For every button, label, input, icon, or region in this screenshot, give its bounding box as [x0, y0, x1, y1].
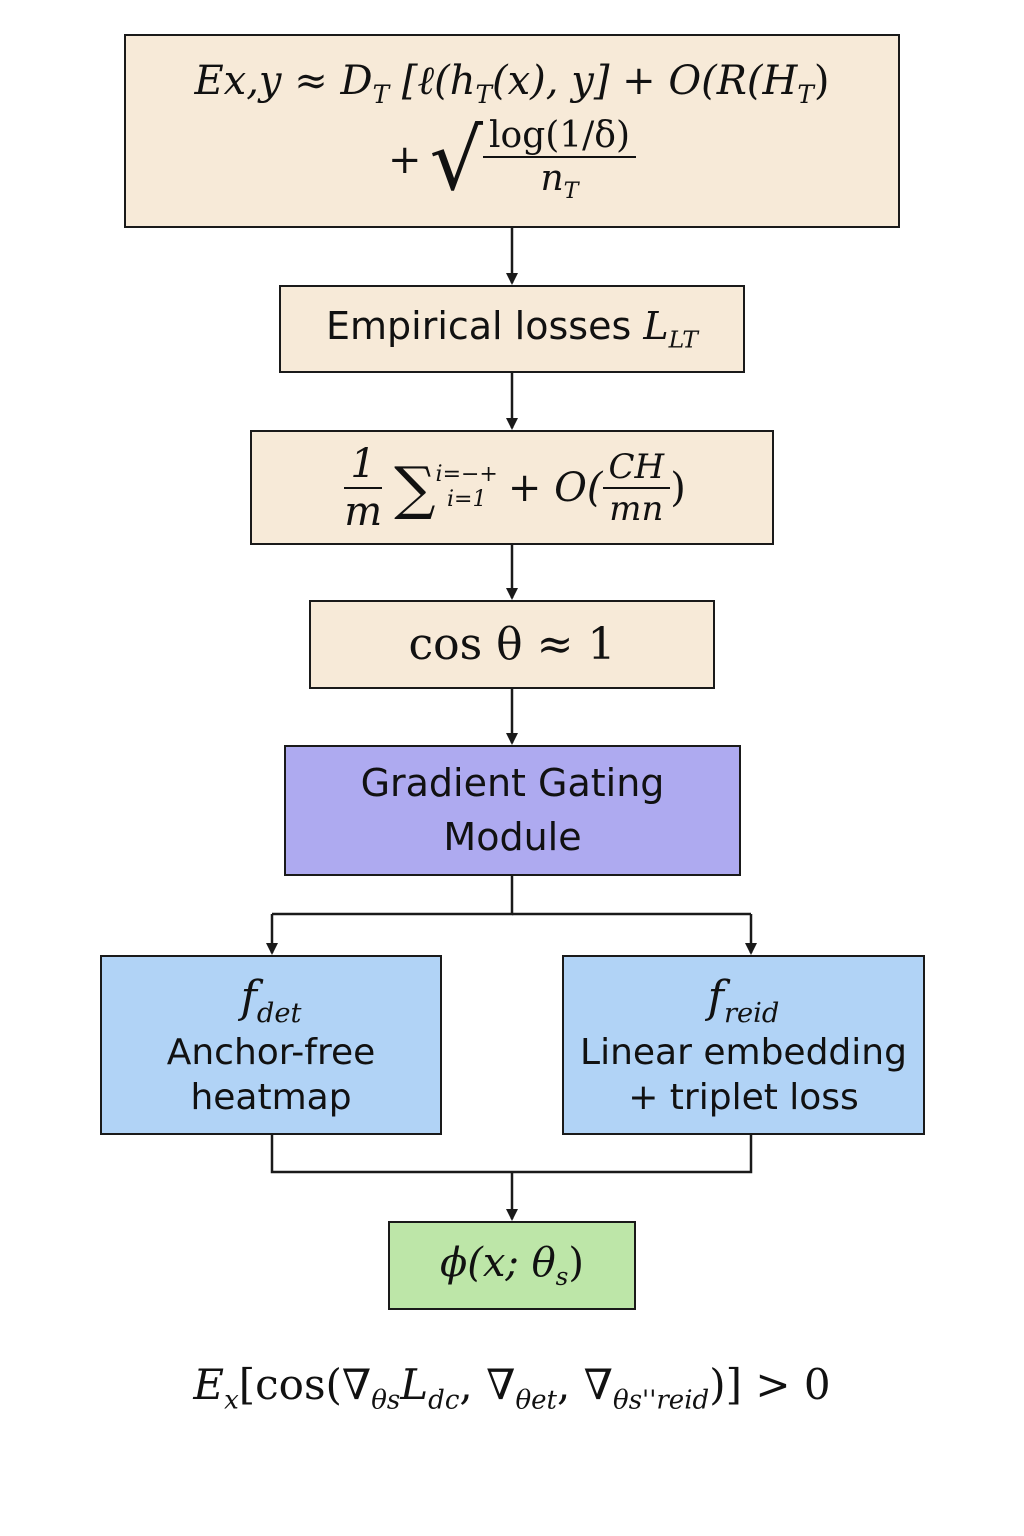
reid-head-box: freid Linear embedding + triplet loss	[562, 955, 925, 1135]
detection-head-box: fdet Anchor-free heatmap	[100, 955, 442, 1135]
sum-formula-box: 1 m ∑ i=−+ i=1 + O( CH mn )	[250, 430, 774, 545]
merge-heads	[270, 1135, 753, 1174]
generalization-bound-box: Ex,y ≈ DT [ℓ(hT(x), y] + O(R(HT) + √ log…	[124, 34, 900, 228]
gradient-gating-module-box: Gradient Gating Module	[284, 745, 741, 876]
bound-line-1: Ex,y ≈ DT [ℓ(hT(x), y] + O(R(HT)	[194, 57, 830, 109]
cosine-box: cos θ ≈ 1	[309, 600, 715, 689]
branch-gating-to-heads	[272, 876, 514, 916]
gradient-alignment-formula: Ex[cos(∇θsLdc, ∇θet, ∇θs''reid)] > 0	[193, 1360, 831, 1416]
bound-line-2: + √ log(1/δ) nT	[388, 115, 637, 204]
empirical-losses-box: Empirical losses LLT	[279, 285, 745, 373]
shared-backbone-box: ϕ(x; θs)	[388, 1221, 636, 1310]
